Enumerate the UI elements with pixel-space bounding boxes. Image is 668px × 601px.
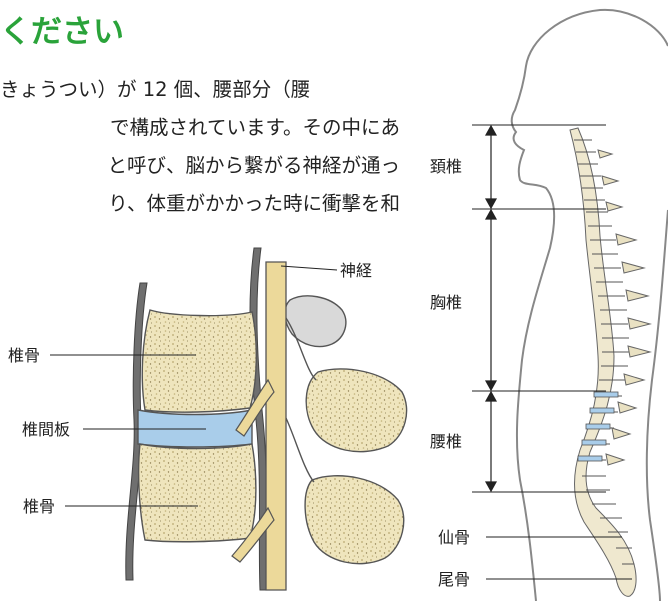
lower-bone-label: 椎骨 bbox=[23, 497, 55, 516]
upper-bone-label: 椎骨 bbox=[8, 346, 40, 365]
lower-articular-process bbox=[305, 476, 404, 564]
thoracic-label: 胸椎 bbox=[430, 293, 462, 312]
region-arrows bbox=[486, 126, 496, 491]
upper-articular-process bbox=[306, 369, 406, 452]
vertebra-cross-section: 神経 椎骨 椎間板 椎骨 bbox=[8, 248, 407, 590]
spine-side-view: 頚椎 胸椎 腰椎 仙骨 尾骨 bbox=[430, 10, 668, 601]
cervical-label: 頚椎 bbox=[430, 157, 462, 176]
sacrum-label: 仙骨 bbox=[438, 528, 470, 547]
coccyx-label: 尾骨 bbox=[438, 570, 470, 589]
vertebral-column bbox=[570, 128, 636, 596]
body-back-outline bbox=[647, 210, 668, 601]
spinal-cord bbox=[266, 262, 286, 590]
lumbar-label: 腰椎 bbox=[430, 432, 462, 451]
upper-spinous-process bbox=[285, 296, 346, 347]
upper-vertebra-body bbox=[142, 310, 256, 412]
nerve-label: 神経 bbox=[340, 261, 372, 280]
lower-vertebra-body bbox=[139, 444, 256, 542]
disc-label: 椎間板 bbox=[22, 420, 70, 439]
